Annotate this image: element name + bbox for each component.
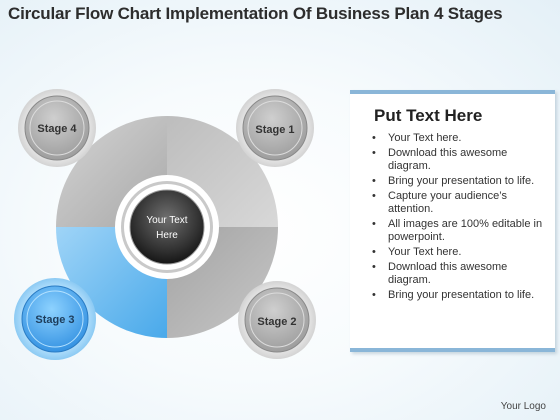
page-title: Circular Flow Chart Implementation Of Bu… — [8, 4, 503, 23]
logo-text: Your Logo — [500, 401, 546, 412]
list-item: Bring your presentation to life. — [360, 175, 550, 188]
stage-3-node: Stage 3 — [14, 278, 96, 360]
stage-1-node: Stage 1 — [236, 89, 314, 167]
stage-1-label: Stage 1 — [255, 124, 294, 136]
panel-heading: Put Text Here — [374, 106, 483, 125]
stage-4-node: Stage 4 — [18, 89, 96, 167]
stage-3-label: Stage 3 — [35, 314, 74, 326]
list-item: Your Text here. — [360, 132, 550, 145]
stage-2-node: Stage 2 — [238, 281, 316, 359]
center-text-line1: Your Text — [146, 215, 187, 226]
list-item: All images are 100% editable in powerpoi… — [360, 218, 550, 244]
list-item: Bring your presentation to life. — [360, 289, 550, 302]
list-item: Download this awesome diagram. — [360, 147, 550, 173]
stage-2-label: Stage 2 — [257, 316, 296, 328]
center-hub — [129, 189, 205, 265]
center-text-line2: Here — [156, 230, 178, 241]
stage-4-label: Stage 4 — [37, 123, 77, 135]
text-panel: Put Text Here Your Text here. Download t… — [350, 90, 555, 352]
bullet-list: Your Text here. Download this awesome di… — [360, 132, 550, 304]
list-item: Capture your audience’s attention. — [360, 190, 550, 216]
list-item: Your Text here. — [360, 246, 550, 259]
list-item: Download this awesome diagram. — [360, 261, 550, 287]
